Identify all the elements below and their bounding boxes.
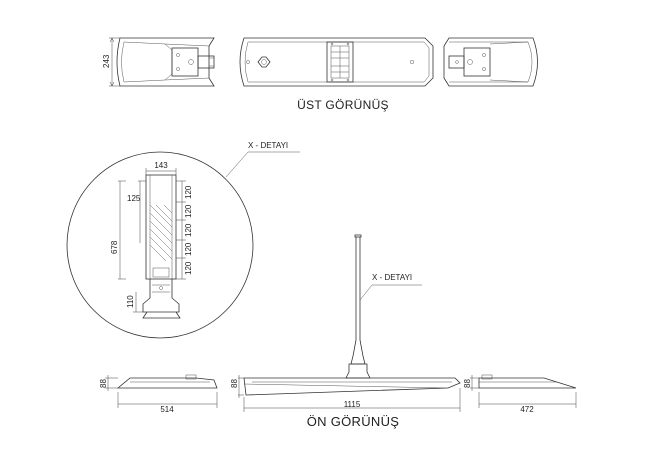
detail-base-value: 110 — [126, 295, 135, 308]
front-pole — [345, 234, 371, 379]
front-right-part: 88 472 — [463, 374, 577, 414]
front-right-height: 88 — [463, 379, 472, 388]
detail-callout: X - DETAYI — [372, 273, 412, 282]
detail-total-value: 678 — [110, 240, 119, 254]
front-mid-width: 1115 — [344, 400, 361, 409]
top-view-left-part — [116, 37, 215, 87]
detail-view: X - DETAYI 143 125 — [66, 141, 300, 339]
top-height-value: 243 — [102, 54, 111, 68]
detail-section-3: 120 — [184, 223, 193, 237]
top-view-right-part — [443, 37, 538, 87]
front-mid-height: 88 — [230, 379, 239, 388]
detail-section-4: 120 — [184, 242, 193, 256]
detail-section-2: 120 — [184, 204, 193, 218]
top-view-main-body — [239, 37, 434, 87]
front-view: X - DETAYI 88 514 88 11 — [99, 234, 577, 429]
detail-hatching — [149, 204, 173, 262]
detail-section-1: 120 — [184, 185, 193, 199]
front-mid-part: 88 1115 — [230, 375, 461, 412]
top-view-title: ÜST GÖRÜNÜŞ — [297, 98, 389, 112]
detail-pole — [145, 174, 177, 280]
front-left-part: 88 514 — [99, 374, 218, 414]
top-view: 243 — [102, 37, 538, 112]
detail-width-value: 143 — [154, 161, 168, 170]
detail-circle — [66, 151, 254, 339]
detail-inner-value: 125 — [127, 194, 141, 203]
front-left-height: 88 — [99, 379, 108, 388]
front-left-width: 514 — [160, 405, 174, 414]
front-view-title: ÖN GÖRÜNÜŞ — [307, 414, 400, 429]
detail-section-5: 120 — [184, 261, 193, 275]
front-right-width: 472 — [520, 405, 534, 414]
top-height-dimension: 243 — [102, 37, 120, 87]
detail-base — [142, 279, 180, 313]
detail-label: X - DETAYI — [248, 141, 288, 150]
